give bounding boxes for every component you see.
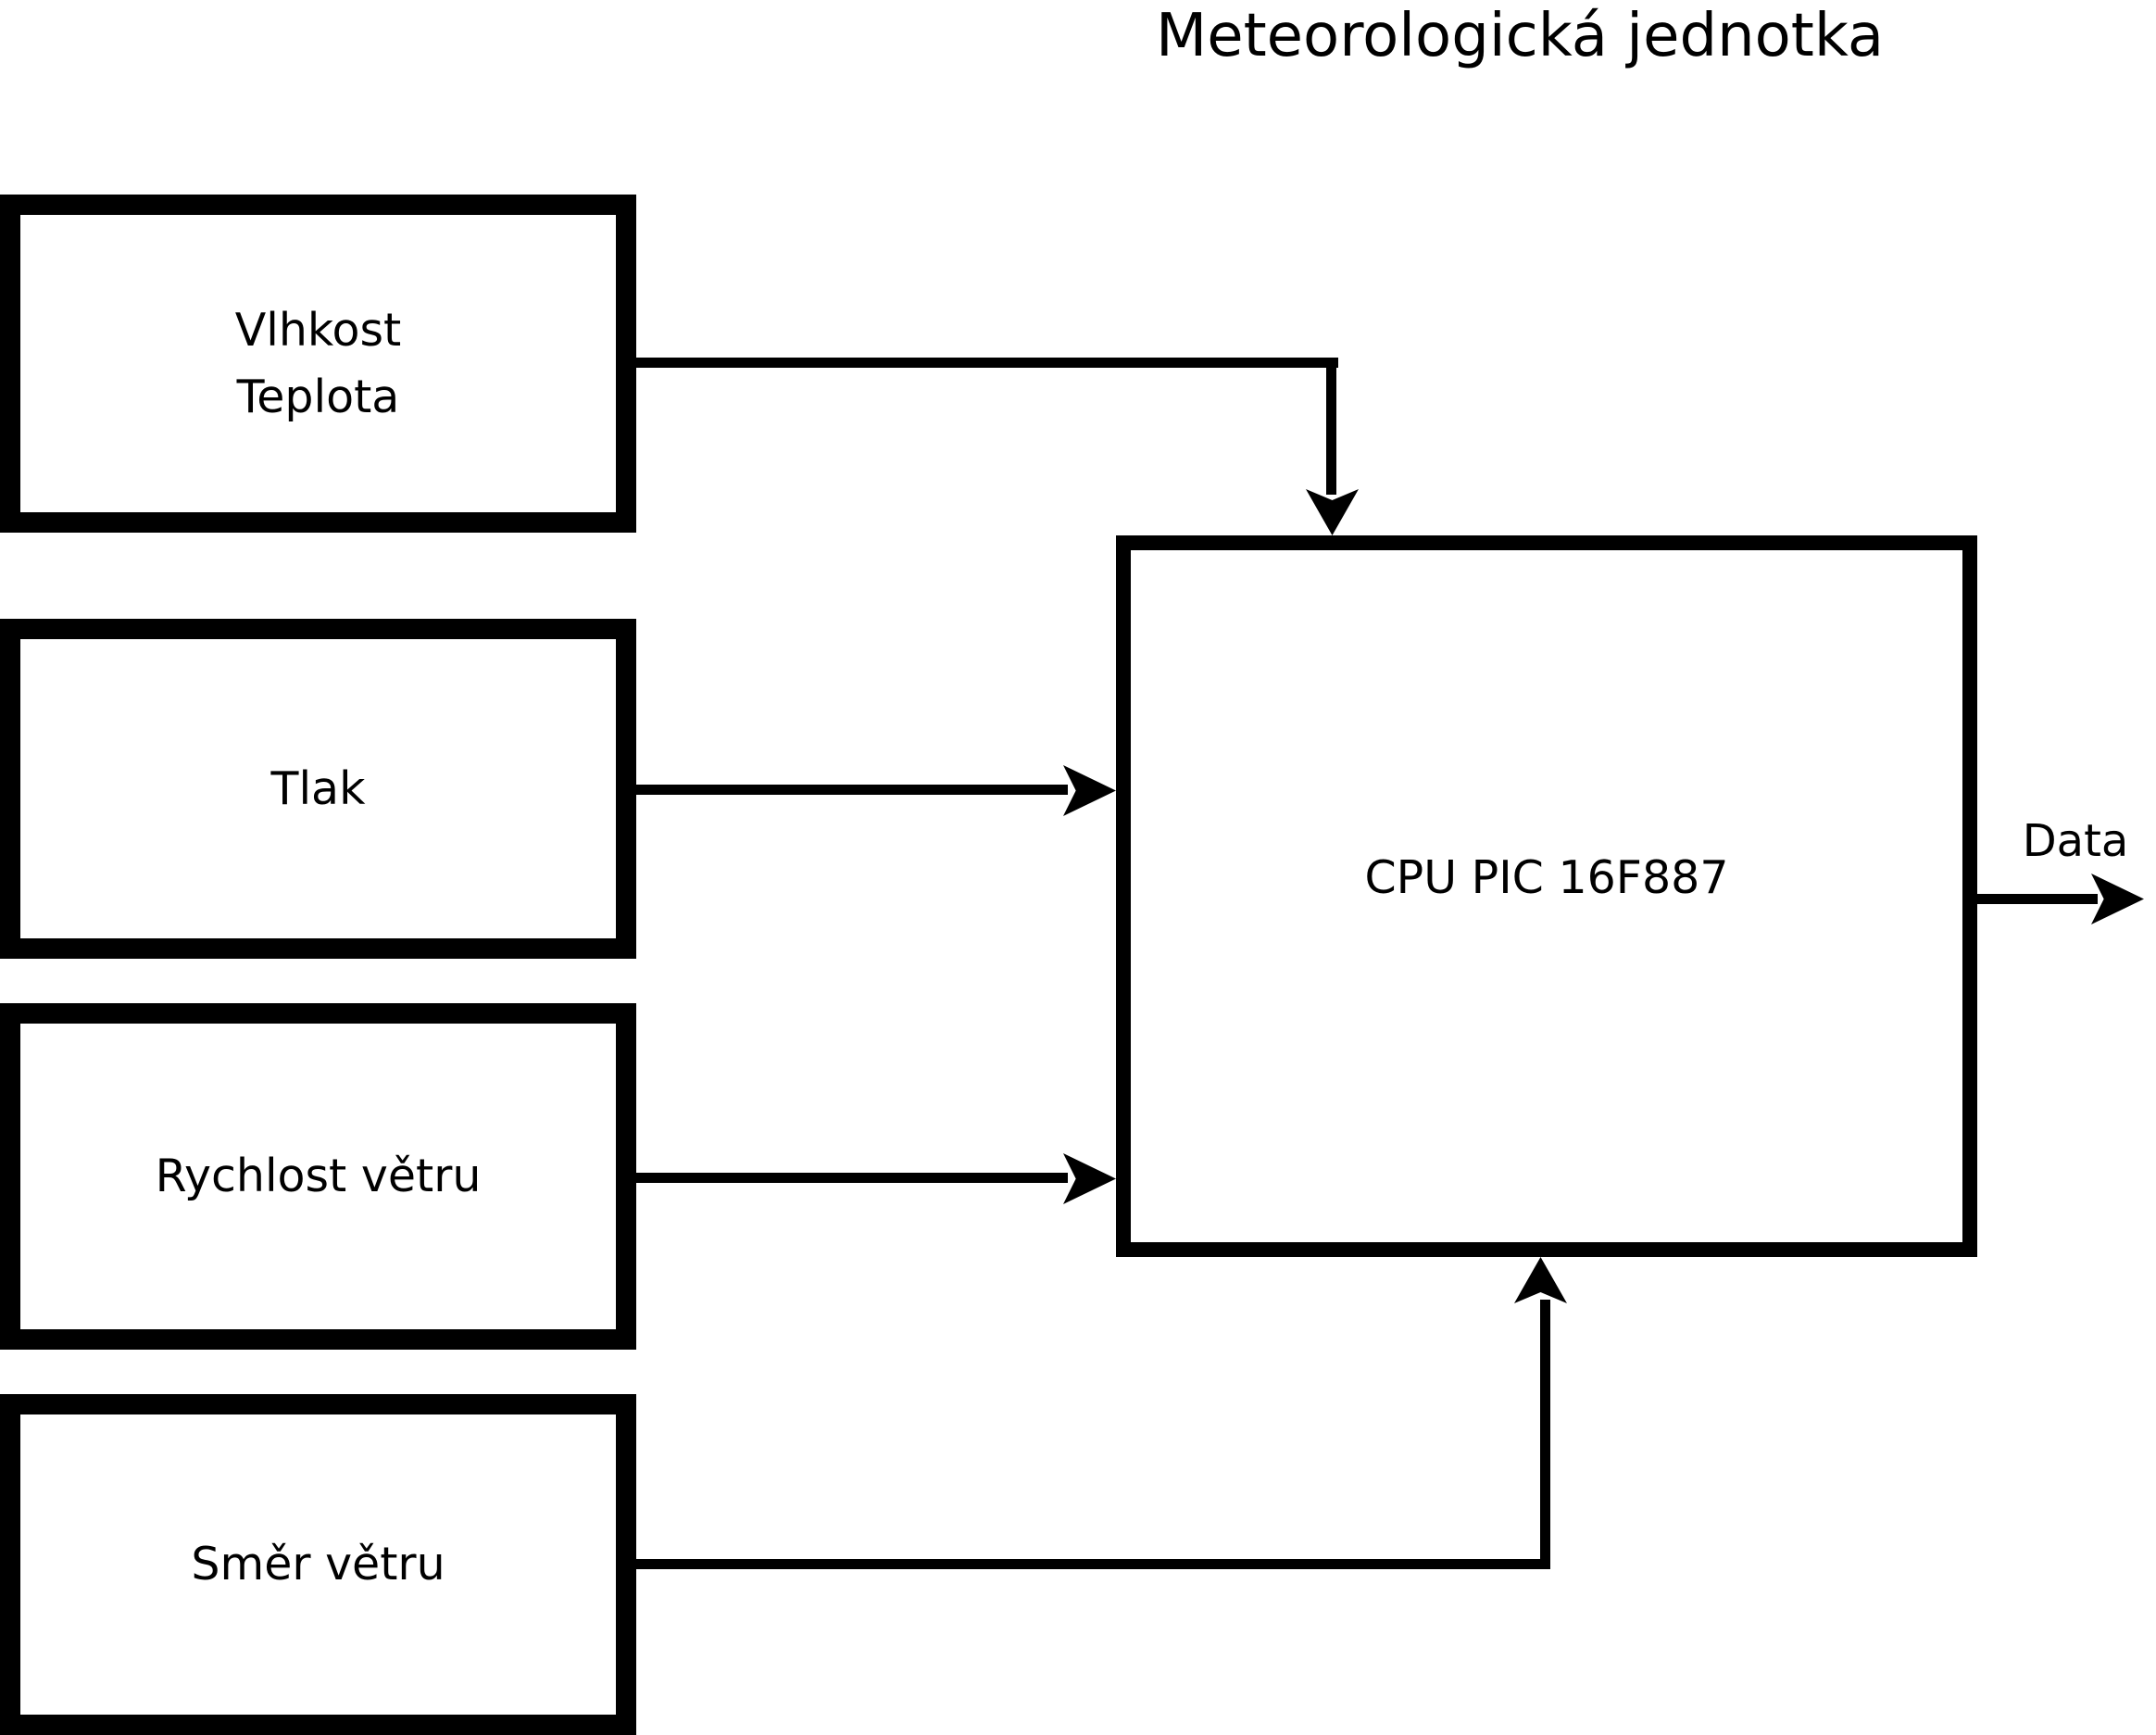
arrowhead-right-icon (1063, 1153, 1116, 1204)
sensor-label-line: Rychlost větru (155, 1150, 482, 1203)
sensor-label: Směr větru (191, 1531, 445, 1597)
connector-rychlost (634, 1173, 1068, 1183)
arrowhead-right-icon (2091, 874, 2144, 924)
sensor-label: Tlak (271, 756, 366, 822)
sensor-label-line: Směr větru (191, 1538, 445, 1591)
arrowhead-right-icon (1063, 765, 1116, 816)
cpu-label: CPU PIC 16F887 (1364, 850, 1729, 904)
sensor-label: Vlhkost Teplota (235, 297, 402, 429)
cpu-box: CPU PIC 16F887 (1116, 535, 1977, 1257)
sensor-box-vlhkost-teplota: Vlhkost Teplota (0, 195, 636, 533)
diagram-title: Meteorologická jednotka (1155, 2, 1885, 70)
data-output-label: Data (2022, 815, 2129, 867)
sensor-label-line: Tlak (270, 761, 366, 815)
sensor-box-rychlost-vetru: Rychlost větru (0, 1003, 636, 1350)
arrowhead-up-icon (1514, 1257, 1567, 1303)
connector-smer-horizontal (634, 1559, 1550, 1569)
sensor-label-line: Vlhkost (234, 304, 402, 358)
arrowhead-down-icon (1306, 489, 1359, 535)
connector-data-output (1977, 894, 2098, 904)
sensor-box-tlak: Tlak (0, 619, 636, 959)
sensor-label: Rychlost větru (156, 1143, 482, 1209)
connector-vlhkost-vertical (1326, 358, 1336, 495)
connector-tlak (634, 785, 1068, 795)
connector-smer-vertical (1540, 1300, 1550, 1569)
connector-vlhkost-horizontal (634, 358, 1338, 368)
sensor-label-line: Teplota (236, 370, 400, 423)
sensor-box-smer-vetru: Směr větru (0, 1394, 636, 1735)
